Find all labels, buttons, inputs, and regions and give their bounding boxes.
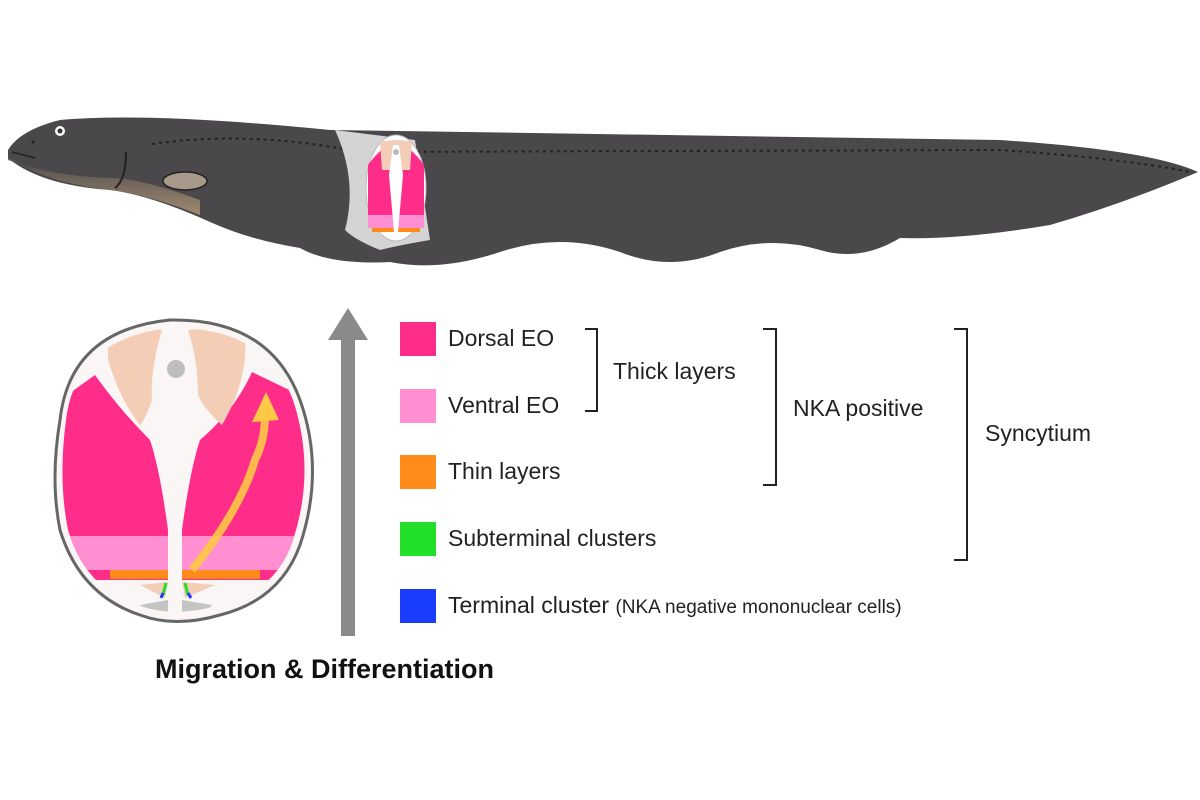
swatch-ventral-eo <box>400 389 436 423</box>
bracket-nka-positive <box>763 328 777 486</box>
terminal-note: (NKA negative mononuclear cells) <box>615 597 902 618</box>
legend-subterminal: Subterminal clusters <box>448 525 657 551</box>
bracket-syncytium <box>954 328 968 561</box>
group-syncytium: Syncytium <box>985 420 1092 446</box>
cross-section-diagram <box>53 318 314 623</box>
pectoral-fin <box>162 171 208 191</box>
migration-label: Migration & Differentiation <box>155 654 494 684</box>
legend-terminal: Terminal cluster (NKA negative mononucle… <box>448 592 902 619</box>
legend-thin-layers: Thin layers <box>448 458 561 484</box>
swatch-dorsal-eo <box>400 322 436 356</box>
small-cross-section <box>365 134 427 242</box>
migration-path-arrow <box>188 414 269 573</box>
legend-dorsal-eo: Dorsal EO <box>448 325 555 351</box>
swatch-subterminal <box>400 522 436 556</box>
swatch-terminal <box>400 589 436 623</box>
terminal-label: Terminal cluster <box>448 592 610 618</box>
legend-ventral-eo: Ventral EO <box>448 392 560 418</box>
eel-body <box>8 117 1198 266</box>
group-thick-layers: Thick layers <box>613 358 736 384</box>
swatch-thin-layers <box>400 455 436 489</box>
migration-arrow <box>328 308 368 636</box>
group-nka-positive: NKA positive <box>793 395 924 421</box>
bracket-thick-layers <box>585 328 598 412</box>
